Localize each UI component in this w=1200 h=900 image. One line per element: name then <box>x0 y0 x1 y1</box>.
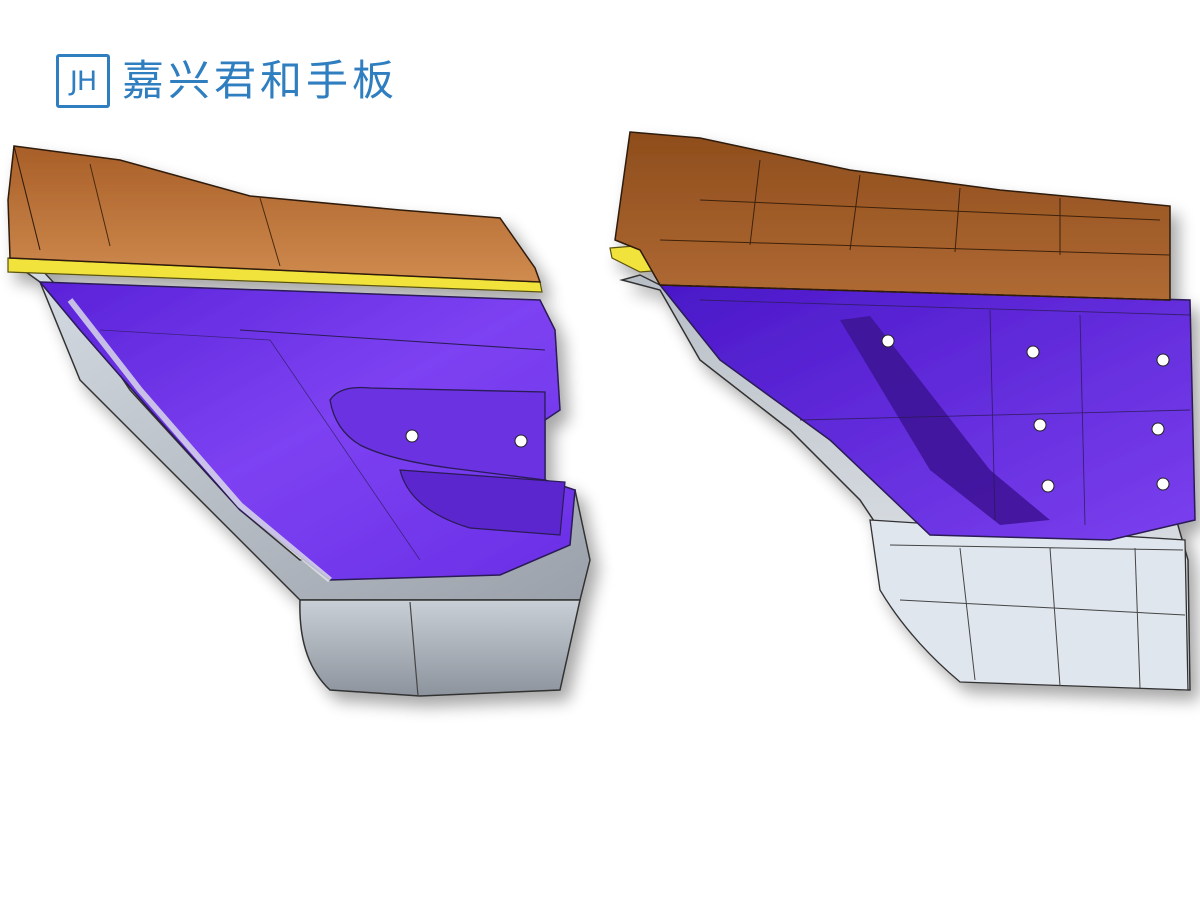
bottom-panel <box>299 599 581 697</box>
door-trim-back-model <box>609 131 1196 691</box>
back-lower-bay <box>869 519 1189 691</box>
logo-letters: JH <box>69 65 97 97</box>
brand-name: 嘉兴君和手板 <box>122 56 399 105</box>
jh-logo: JH <box>56 54 110 108</box>
armrest-top <box>7 145 542 283</box>
door-trim-front-model <box>7 145 591 697</box>
brand-header: JH 嘉兴君和手板 <box>56 54 398 108</box>
handle-recess <box>329 386 546 481</box>
back-armrest <box>614 131 1171 301</box>
